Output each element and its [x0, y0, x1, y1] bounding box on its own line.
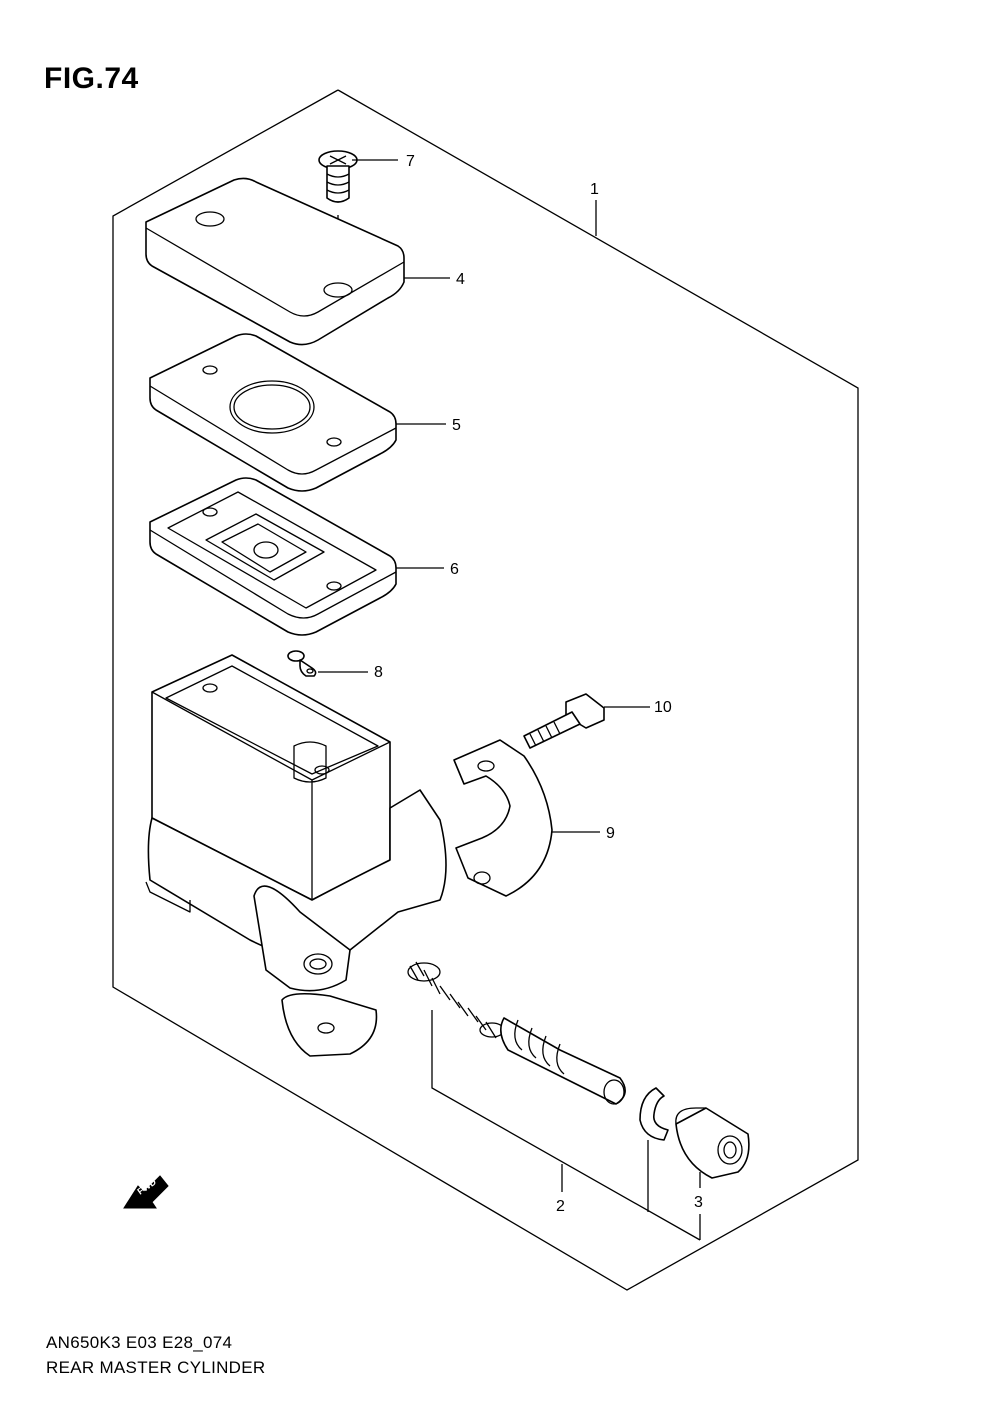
- assembly-boundary: [112, 89, 859, 1291]
- part-9-clamp[interactable]: [453, 739, 553, 897]
- part-3-boot[interactable]: [639, 1087, 750, 1179]
- callout-7: 7: [406, 153, 415, 170]
- callout-10: 10: [654, 699, 672, 716]
- part-4-cap[interactable]: [145, 177, 405, 346]
- callout-3: 3: [694, 1194, 703, 1211]
- callout-numbers: 7 1 4 5 6 8 10 9 2 3: [374, 153, 703, 1215]
- part-2-piston-assembly[interactable]: [407, 961, 626, 1105]
- figure-name: REAR MASTER CYLINDER: [46, 1358, 266, 1377]
- part-7-screw[interactable]: [318, 150, 358, 290]
- master-cylinder-body: [145, 654, 447, 1057]
- part-10-bolt[interactable]: [523, 693, 605, 749]
- part-6-plate[interactable]: [149, 477, 397, 636]
- callout-5: 5: [452, 417, 461, 434]
- callout-8: 8: [374, 664, 383, 681]
- figure-model-code: AN650K3 E03 E28_074: [46, 1333, 233, 1352]
- part-5-diaphragm-plate[interactable]: [149, 333, 397, 492]
- part-8-clip[interactable]: [287, 650, 317, 677]
- forward-direction-arrow: FWD: [123, 1175, 169, 1209]
- leader-lines: [318, 159, 701, 1241]
- callout-9: 9: [606, 825, 615, 842]
- callout-6: 6: [450, 561, 459, 578]
- callout-2: 2: [556, 1198, 565, 1215]
- callout-4: 4: [456, 271, 465, 288]
- figure-title: FIG.74: [44, 62, 139, 95]
- callout-1: 1: [590, 181, 599, 198]
